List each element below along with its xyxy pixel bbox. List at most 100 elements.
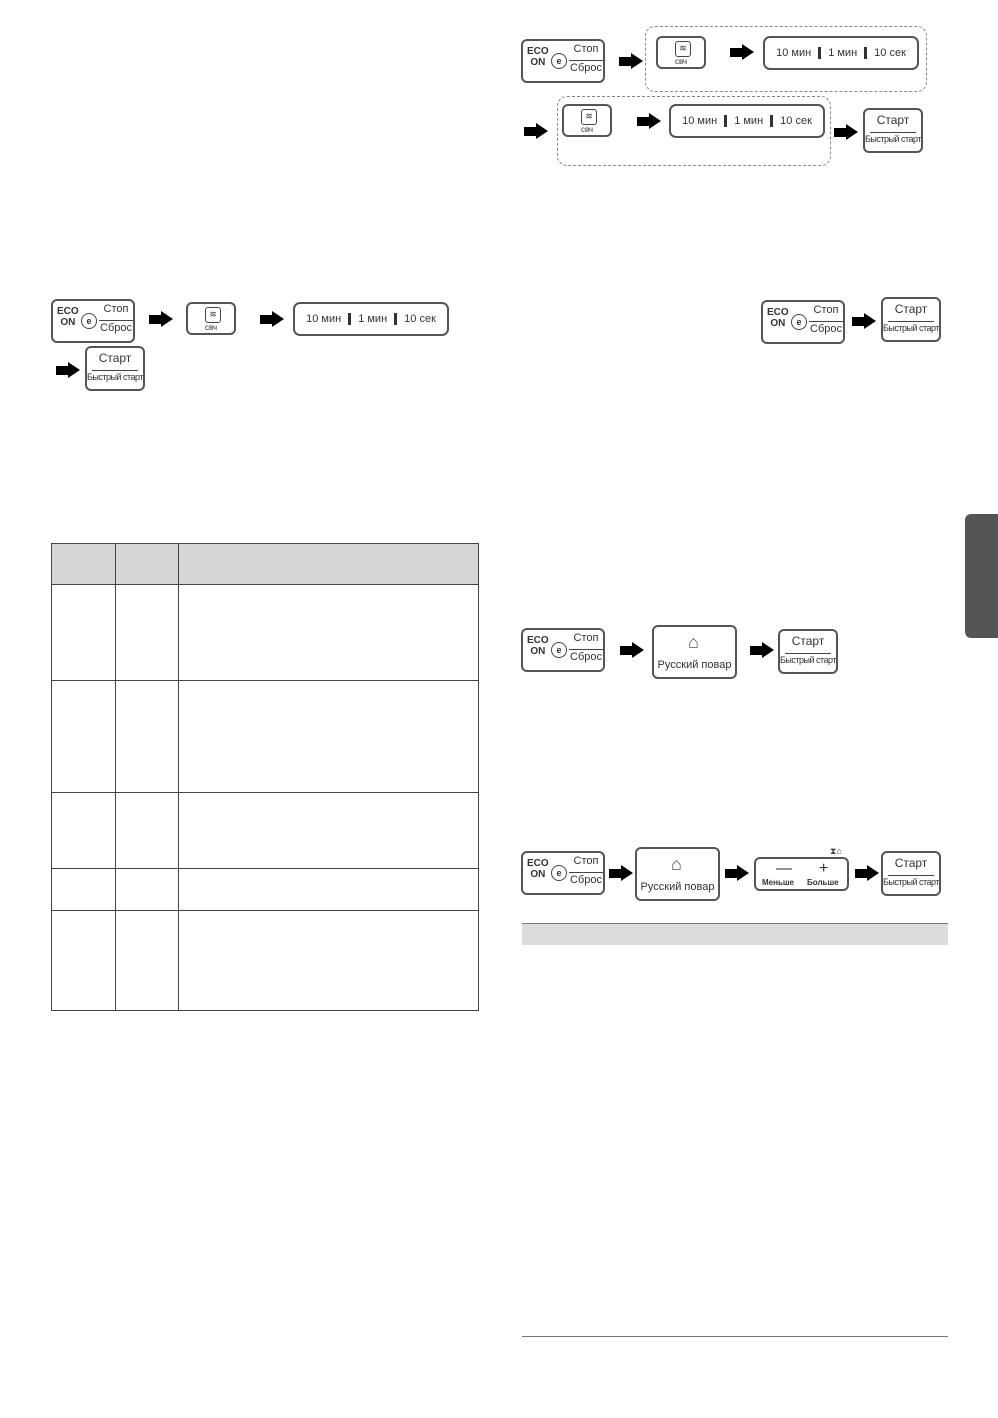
table-row — [52, 680, 478, 681]
table-row — [52, 868, 478, 869]
arrow-icon — [730, 44, 754, 60]
plus-button[interactable]: + — [819, 860, 829, 877]
eco-label: ECO — [527, 858, 549, 869]
reset-label: Сброс — [810, 323, 842, 335]
timer-1min[interactable]: 1 мин — [734, 115, 764, 127]
quick-start-label: Быстрый старт — [883, 323, 939, 333]
start-button[interactable]: Старт Быстрый старт — [863, 108, 923, 153]
timer-1min[interactable]: 1 мин — [828, 47, 858, 59]
timer-10min[interactable]: 10 мин — [776, 47, 812, 59]
side-tab — [965, 514, 998, 638]
minus-button[interactable]: — — [776, 860, 792, 877]
arrow-icon — [260, 311, 284, 327]
on-label: ON — [530, 57, 546, 68]
less-label: Меньше — [762, 878, 794, 887]
wave-icon: ≋ — [675, 41, 691, 57]
wave-icon: ≋ — [205, 307, 221, 323]
hourglass-icon: ⧗⌂ — [830, 846, 842, 856]
quick-start-label: Быстрый старт — [865, 134, 921, 144]
timer-1min[interactable]: 1 мин — [358, 313, 388, 325]
arrow-icon — [524, 123, 548, 139]
microwave-button[interactable]: ≋ свч — [562, 104, 612, 137]
quick-start-label: Быстрый старт — [780, 655, 836, 665]
stop-label: Стоп — [103, 303, 129, 315]
start-label: Старт — [894, 302, 928, 316]
arrow-icon — [852, 313, 876, 329]
microwave-button[interactable]: ≋ свч — [186, 302, 236, 335]
eco-label: ECO — [527, 46, 549, 57]
timer-panel[interactable]: 10 мин 1 мин 10 сек — [763, 36, 919, 70]
russian-cook-button[interactable]: ⌂ Русский повар — [652, 625, 737, 679]
arrow-icon — [619, 53, 643, 69]
timer-10min[interactable]: 10 мин — [306, 313, 342, 325]
start-button[interactable]: Старт Быстрый старт — [778, 629, 838, 674]
dashed-group — [557, 96, 831, 166]
more-label: Больше — [807, 878, 839, 887]
start-label: Старт — [98, 351, 132, 365]
eco-label: ECO — [527, 635, 549, 646]
arrow-icon — [725, 865, 749, 881]
timer-10sec[interactable]: 10 сек — [874, 47, 906, 59]
eco-leaf-icon: e — [551, 642, 567, 658]
microwave-button[interactable]: ≋ свч — [656, 36, 706, 69]
stop-label: Стоп — [813, 304, 839, 316]
russian-cook-button[interactable]: ⌂ Русский повар — [635, 847, 720, 901]
wave-icon: ≋ — [581, 109, 597, 125]
start-label: Старт — [876, 113, 910, 127]
microwave-label: свч — [204, 323, 218, 332]
eco-label: ECO — [57, 306, 79, 317]
house-icon: ⌂ — [671, 854, 682, 874]
table-header — [52, 544, 478, 585]
stop-label: Стоп — [573, 632, 599, 644]
arrow-icon — [609, 865, 633, 881]
on-label: ON — [60, 317, 76, 328]
arrow-icon — [149, 311, 173, 327]
table-row — [52, 792, 478, 793]
reset-label: Сброс — [570, 62, 602, 74]
less-more-panel[interactable]: — + Меньше Больше — [754, 857, 849, 891]
eco-leaf-icon: e — [551, 865, 567, 881]
eco-leaf-icon: e — [791, 314, 807, 330]
arrow-icon — [855, 865, 879, 881]
reset-label: Сброс — [570, 651, 602, 663]
timer-10sec[interactable]: 10 сек — [404, 313, 436, 325]
arrow-icon — [56, 362, 80, 378]
stop-label: Стоп — [573, 43, 599, 55]
arrow-icon — [834, 124, 858, 140]
reset-label: Сброс — [570, 874, 602, 886]
timer-panel[interactable]: 10 мин 1 мин 10 сек — [293, 302, 449, 336]
timer-10sec[interactable]: 10 сек — [780, 115, 812, 127]
timer-panel[interactable]: 10 мин 1 мин 10 сек — [669, 104, 825, 138]
reset-label: Сброс — [100, 322, 132, 334]
on-label: ON — [530, 646, 546, 657]
eco-leaf-icon: e — [551, 53, 567, 69]
start-button[interactable]: Старт Быстрый старт — [881, 297, 941, 342]
footer-divider — [522, 1336, 948, 1337]
house-icon: ⌂ — [688, 632, 699, 652]
eco-label: ECO — [767, 307, 789, 318]
table-row — [52, 910, 478, 911]
start-label: Старт — [894, 856, 928, 870]
section-header-bar — [522, 923, 948, 945]
russian-cook-label: Русский повар — [657, 659, 732, 671]
on-label: ON — [770, 318, 786, 329]
russian-cook-label: Русский повар — [640, 881, 715, 893]
start-label: Старт — [791, 634, 825, 648]
stop-label: Стоп — [573, 855, 599, 867]
quick-start-label: Быстрый старт — [87, 372, 143, 382]
microwave-label: свч — [674, 57, 688, 66]
arrow-icon — [620, 642, 644, 658]
quick-start-label: Быстрый старт — [883, 877, 939, 887]
arrow-icon — [750, 642, 774, 658]
arrow-icon — [637, 113, 661, 129]
start-button[interactable]: Старт Быстрый старт — [881, 851, 941, 896]
data-table — [51, 543, 479, 1011]
timer-10min[interactable]: 10 мин — [682, 115, 718, 127]
start-button[interactable]: Старт Быстрый старт — [85, 346, 145, 391]
microwave-label: свч — [580, 125, 594, 134]
